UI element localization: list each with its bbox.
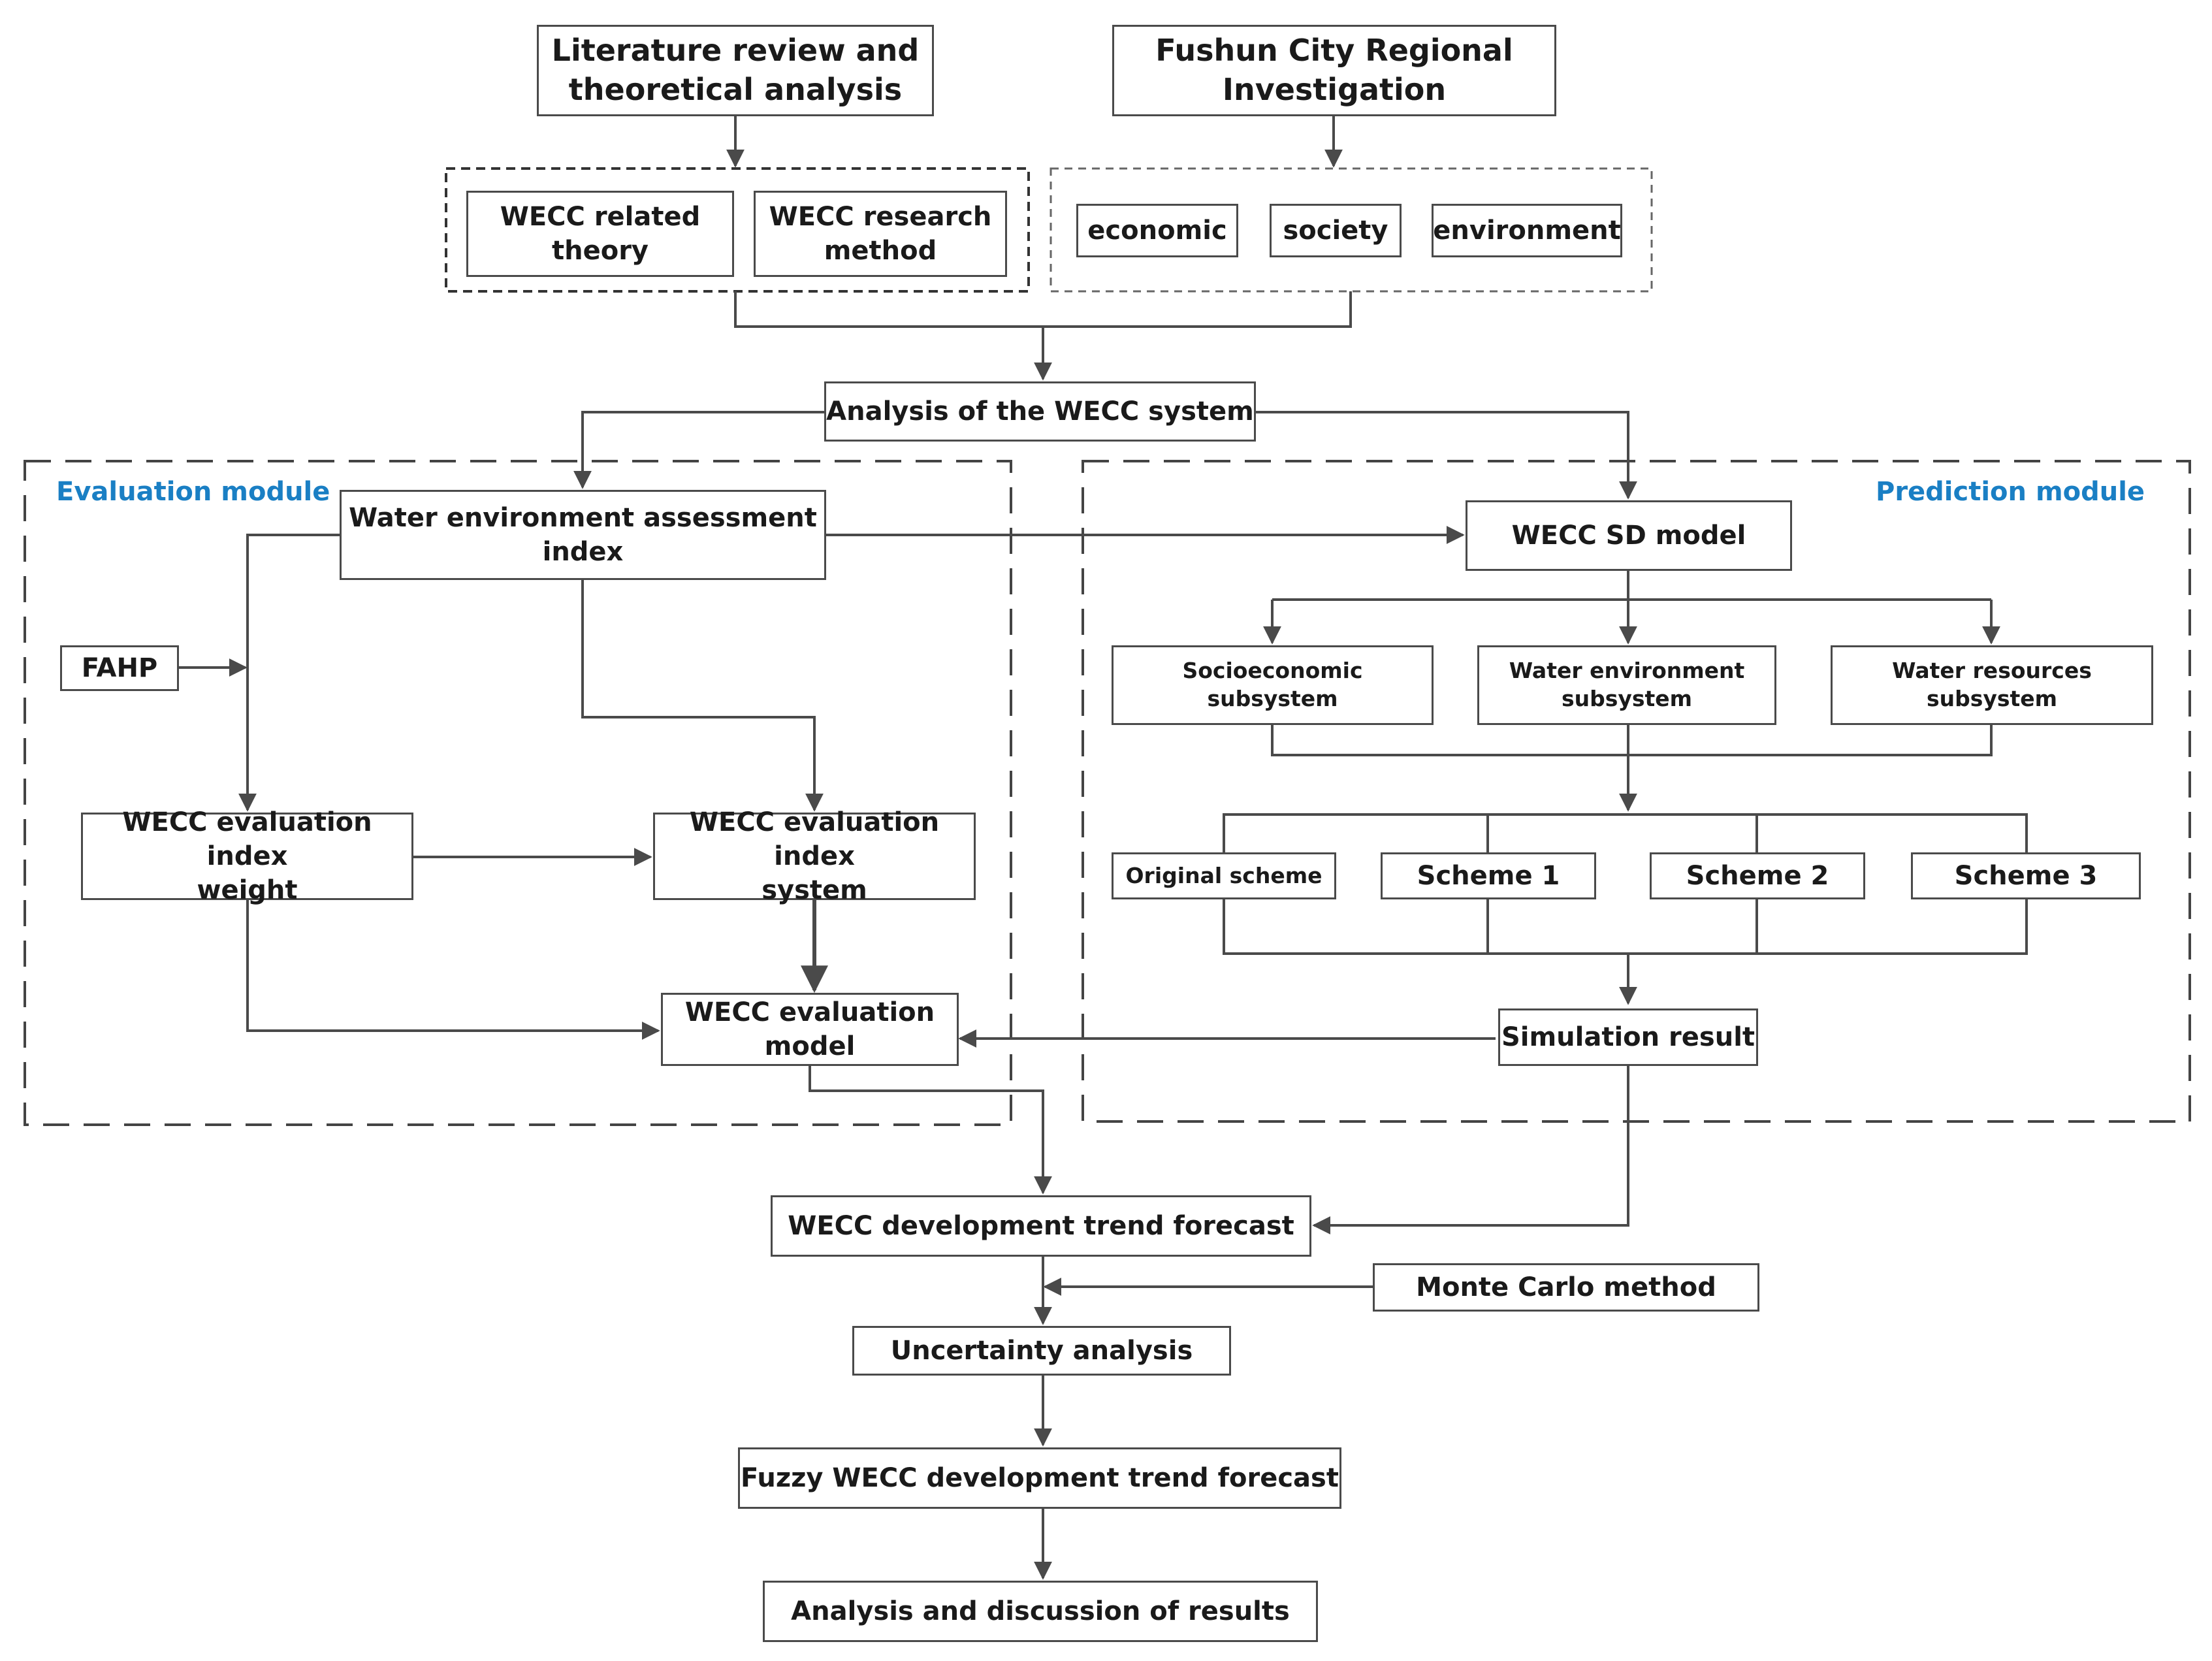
group-literature-frame — [445, 167, 1030, 293]
socioeconomic-subsystem-text: Socioeconomic subsystem — [1182, 658, 1363, 711]
economic-text: economic — [1087, 216, 1227, 246]
scheme-3-text: Scheme 3 — [1954, 861, 2098, 891]
discussion-box: Analysis and discussion of results — [763, 1581, 1318, 1642]
wire-analysis-to-index — [573, 411, 824, 489]
economic-box: economic — [1076, 204, 1238, 257]
scheme-3-box: Scheme 3 — [1911, 852, 2141, 899]
analysis-system-box: Analysis of the WECC system — [824, 381, 1256, 442]
water-resources-subsystem-box: Water resources subsystem — [1831, 645, 2153, 725]
wire-analysis-to-sd — [1256, 411, 1637, 500]
wecc-method-box: WECC research method — [754, 191, 1007, 277]
wecc-theory-text: WECC related theory — [500, 202, 701, 266]
society-box: society — [1270, 204, 1402, 257]
eval-weight-text: WECC evaluation index weight — [122, 807, 372, 905]
analysis-system-text: Analysis of the WECC system — [826, 396, 1254, 427]
eval-system-text: WECC evaluation index system — [689, 807, 940, 905]
scheme-1-box: Scheme 1 — [1381, 852, 1596, 899]
wire-scheme-bus-top — [1223, 813, 2028, 852]
group-investigation-frame — [1050, 167, 1653, 293]
original-scheme-box: Original scheme — [1112, 852, 1336, 899]
environment-text: environment — [1433, 216, 1621, 246]
society-text: society — [1283, 216, 1388, 246]
simulation-result-box: Simulation result — [1498, 1008, 1758, 1066]
wire-weight-to-model — [246, 900, 660, 1040]
eval-system-box: WECC evaluation index system — [653, 807, 976, 905]
scheme-2-text: Scheme 2 — [1686, 861, 1829, 891]
socioeconomic-subsystem-box: Socioeconomic subsystem — [1112, 645, 1434, 725]
water-env-index-text: Water environment assessment index — [349, 503, 817, 567]
monte-carlo-box: Monte Carlo method — [1373, 1263, 1759, 1312]
discussion-text: Analysis and discussion of results — [791, 1596, 1290, 1626]
wire-index-to-weight — [238, 534, 340, 812]
fuzzy-forecast-box: Fuzzy WECC development trend forecast — [738, 1447, 1341, 1509]
scheme-2-box: Scheme 2 — [1650, 852, 1865, 899]
wire-model-to-forecast — [809, 1066, 1052, 1195]
wecc-method-text: WECC research method — [769, 202, 992, 266]
environment-box: environment — [1432, 204, 1622, 257]
eval-model-text: WECC evaluation model — [684, 997, 935, 1061]
simulation-result-text: Simulation result — [1501, 1022, 1755, 1052]
fushun-investigation-box: Fushun City Regional Investigation — [1112, 25, 1556, 116]
sd-model-box: WECC SD model — [1466, 500, 1792, 571]
water-env-subsystem-text: Water environment subsystem — [1509, 658, 1745, 711]
wire-subsystems-merge — [1271, 725, 1993, 756]
trend-forecast-text: WECC development trend forecast — [788, 1211, 1294, 1241]
wire-sim-to-forecast — [1312, 1066, 1629, 1234]
uncertainty-analysis-text: Uncertainty analysis — [890, 1336, 1193, 1366]
wire-index-to-system — [581, 580, 824, 812]
prediction-module-frame — [1082, 460, 2191, 1123]
fushun-investigation-text: Fushun City Regional Investigation — [1155, 33, 1513, 107]
water-env-index-box: Water environment assessment index — [340, 490, 826, 580]
original-scheme-text: Original scheme — [1125, 862, 1322, 888]
water-env-subsystem-box: Water environment subsystem — [1477, 645, 1776, 725]
fahp-text: FAHP — [81, 653, 158, 683]
wire-groups-merge — [734, 291, 1352, 328]
uncertainty-analysis-box: Uncertainty analysis — [852, 1326, 1231, 1376]
water-resources-subsystem-text: Water resources subsystem — [1892, 658, 2092, 711]
eval-model-box: WECC evaluation model — [661, 993, 959, 1066]
wire-scheme-bus-bottom — [1223, 899, 2028, 955]
sd-model-text: WECC SD model — [1511, 521, 1746, 551]
fahp-box: FAHP — [60, 645, 179, 691]
wecc-theory-box: WECC related theory — [466, 191, 734, 277]
prediction-module-label: Prediction module — [1876, 477, 2145, 507]
literature-review-box: Literature review and theoretical analys… — [537, 25, 934, 116]
literature-review-text: Literature review and theoretical analys… — [551, 33, 920, 107]
trend-forecast-box: WECC development trend forecast — [771, 1195, 1311, 1257]
evaluation-module-label: Evaluation module — [56, 477, 330, 507]
eval-weight-box: WECC evaluation index weight — [81, 807, 413, 905]
monte-carlo-text: Monte Carlo method — [1416, 1272, 1716, 1302]
evaluation-module-frame — [24, 460, 1012, 1126]
scheme-1-text: Scheme 1 — [1417, 861, 1560, 891]
fuzzy-forecast-text: Fuzzy WECC development trend forecast — [741, 1463, 1339, 1493]
